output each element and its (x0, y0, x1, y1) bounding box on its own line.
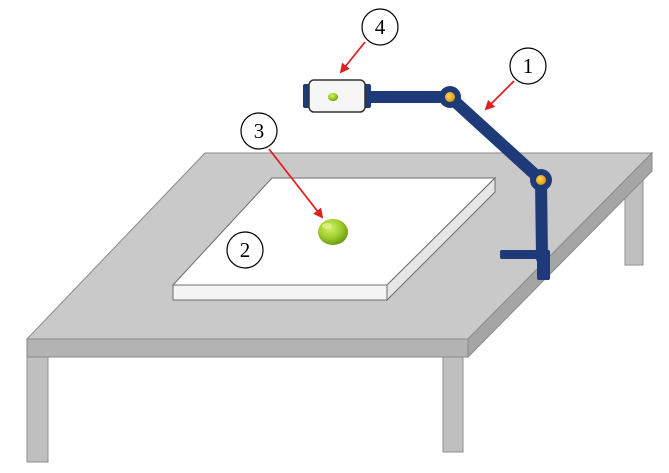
callout-1-label: 1 (523, 54, 534, 78)
callout-1: 1 (509, 47, 547, 85)
arrow-3 (268, 148, 324, 219)
callout-2-label: 2 (240, 238, 251, 262)
arrow-1 (484, 80, 515, 111)
table-legs (26, 177, 644, 463)
camera-icon (303, 79, 371, 113)
table-top-side-edge (467, 151, 653, 359)
board-front-edge (172, 284, 388, 301)
table-leg-front-left (26, 354, 49, 463)
callout-3-label: 3 (254, 119, 265, 143)
arm-lower-segment (535, 174, 548, 264)
arm-joint-elbow-core (536, 175, 546, 185)
arm-joint-shoulder-core (445, 92, 455, 102)
arm-upper-segment (444, 91, 547, 186)
board-side-edge (386, 176, 496, 302)
callout-4: 4 (361, 8, 399, 46)
green-fruit-icon (318, 219, 348, 245)
table-leg-front-right (442, 354, 464, 453)
callout-2: 2 (226, 231, 264, 269)
camera-preview-fruit (328, 93, 338, 101)
arrow-4 (339, 41, 366, 74)
robot-arm (368, 86, 552, 280)
callout-3: 3 (240, 112, 278, 150)
callout-arrows (268, 41, 515, 219)
callout-4-label: 4 (375, 15, 386, 39)
table-top-front-edge (26, 338, 469, 358)
